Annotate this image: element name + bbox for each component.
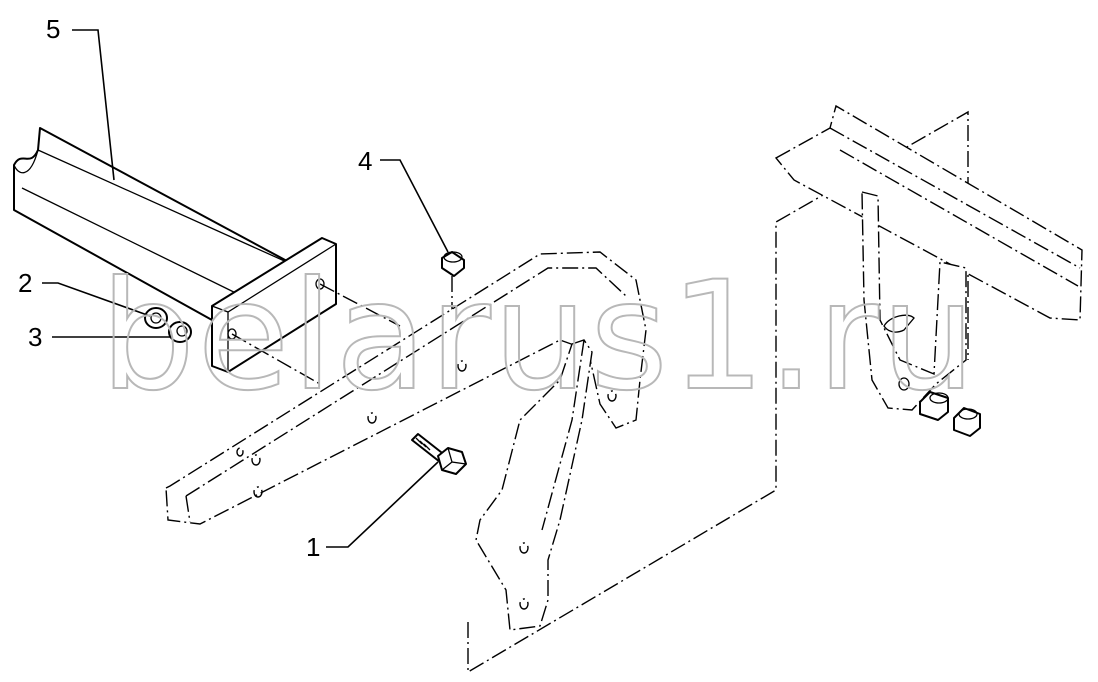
bar-hole-2 bbox=[251, 454, 261, 466]
hanger-bracket bbox=[475, 339, 593, 631]
bar-hole-5 bbox=[457, 360, 467, 372]
centerline-upper bbox=[319, 283, 401, 327]
flange-hole-upper bbox=[315, 278, 325, 290]
watermark-text: belarus1.ru bbox=[100, 250, 978, 424]
callout-4: 4 bbox=[358, 146, 372, 176]
right-bushing-1-top bbox=[929, 392, 949, 404]
leader-4 bbox=[380, 159, 449, 253]
right-bushing-1 bbox=[919, 391, 949, 421]
leader-lines bbox=[42, 29, 449, 548]
bar-hole-1 bbox=[253, 486, 263, 498]
right-arm bbox=[861, 191, 967, 411]
leader-1 bbox=[326, 461, 439, 548]
bolt-head-facets bbox=[441, 447, 467, 471]
washer-part-3 bbox=[168, 321, 192, 343]
callout-3: 3 bbox=[28, 322, 42, 352]
beam-assembly-part-5 bbox=[13, 127, 337, 373]
right-bushing-2-top bbox=[958, 408, 978, 420]
callout-5: 5 bbox=[46, 14, 60, 44]
flange-plate bbox=[211, 237, 337, 373]
washer-bore bbox=[176, 325, 188, 337]
cross-beam-edge bbox=[829, 127, 1081, 269]
flange-hole-lower bbox=[227, 328, 237, 340]
right-bushing-pair bbox=[919, 391, 981, 437]
nut-bore bbox=[150, 312, 162, 324]
callout-1: 1 bbox=[306, 532, 320, 562]
bushing-part-4 bbox=[441, 251, 465, 277]
right-arm-hole bbox=[898, 377, 910, 391]
cross-beam bbox=[774, 104, 1083, 321]
nut-body bbox=[144, 307, 168, 329]
bar-hole-3 bbox=[236, 447, 244, 457]
beam-end-contour bbox=[13, 149, 39, 174]
centerline-lower bbox=[231, 333, 321, 385]
beam-groove bbox=[37, 149, 301, 269]
hanger-inner-edge bbox=[541, 339, 585, 531]
phantom-frame bbox=[165, 104, 1083, 674]
tow-bar bbox=[165, 251, 647, 525]
leader-5 bbox=[72, 29, 115, 181]
cross-beam-lower-edge bbox=[839, 149, 1079, 287]
right-bushing-2 bbox=[953, 407, 981, 437]
bar-hole-6 bbox=[607, 390, 617, 402]
bushing-top bbox=[443, 251, 463, 263]
bar-hole-4 bbox=[367, 412, 377, 424]
tow-bar-inner-edge bbox=[185, 267, 627, 497]
bolt-thread bbox=[415, 437, 431, 451]
nut-part-2 bbox=[144, 307, 168, 329]
leader-2 bbox=[42, 282, 151, 317]
hanger-hole-1 bbox=[519, 542, 529, 554]
right-arm-slot bbox=[883, 314, 915, 333]
flange-plate-edge bbox=[211, 243, 337, 372]
beam-groove-lower bbox=[21, 187, 251, 301]
bolt-part-1 bbox=[411, 433, 467, 475]
frame-boundary bbox=[467, 110, 969, 674]
callout-2: 2 bbox=[18, 268, 32, 298]
tow-bar-end bbox=[185, 495, 191, 523]
hanger-hole-2 bbox=[519, 598, 529, 610]
